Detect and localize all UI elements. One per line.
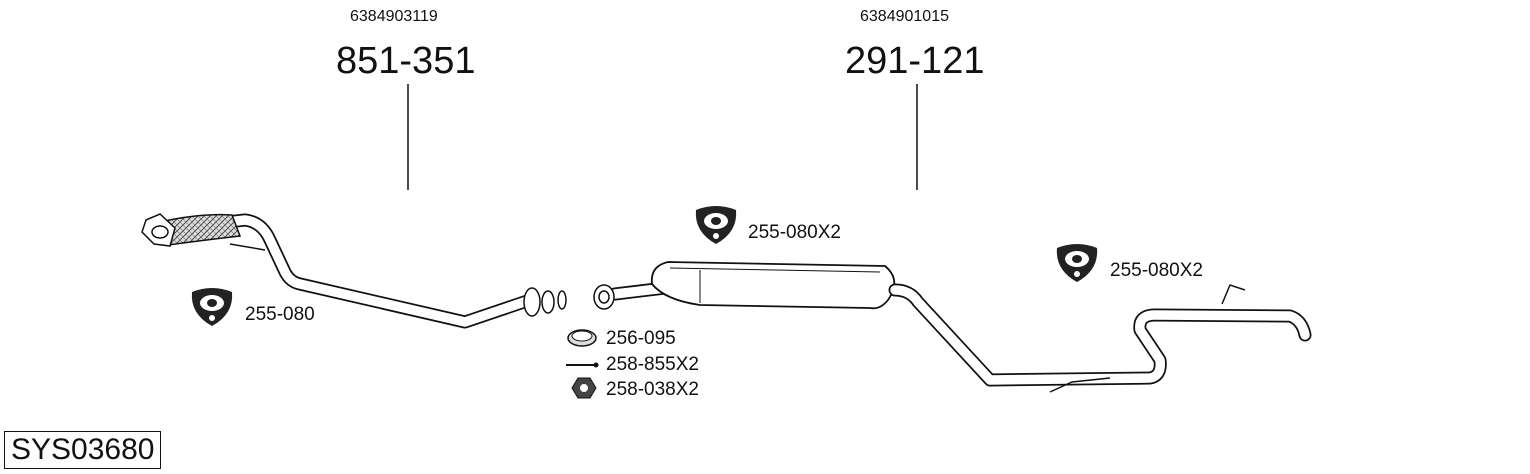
rear-oem-number: 6384901015: [860, 8, 949, 25]
front-oem-number: 6384903119: [350, 8, 438, 25]
front-part-number[interactable]: 851-351: [336, 40, 476, 82]
bolt-label[interactable]: 258-855X2: [606, 354, 699, 375]
nut-icon: [571, 377, 597, 399]
nut-label[interactable]: 258-038X2: [606, 379, 699, 400]
hanger-label-middle[interactable]: 255-080X2: [748, 222, 841, 243]
gasket-label[interactable]: 256-095: [606, 328, 676, 349]
hanger-icon-left: [191, 288, 233, 326]
hanger-icon-middle: [695, 206, 737, 244]
front-pipe[interactable]: [141, 213, 567, 329]
bolt-icon: [566, 362, 599, 368]
rear-silencer[interactable]: [593, 261, 1312, 393]
hanger-label-left[interactable]: 255-080: [245, 304, 315, 325]
hanger-label-right[interactable]: 255-080X2: [1110, 260, 1203, 281]
hanger-icon-right: [1056, 244, 1098, 282]
rear-part-number[interactable]: 291-121: [845, 40, 985, 82]
gasket-icon: [567, 329, 597, 347]
system-id-box: SYS03680: [4, 431, 162, 469]
